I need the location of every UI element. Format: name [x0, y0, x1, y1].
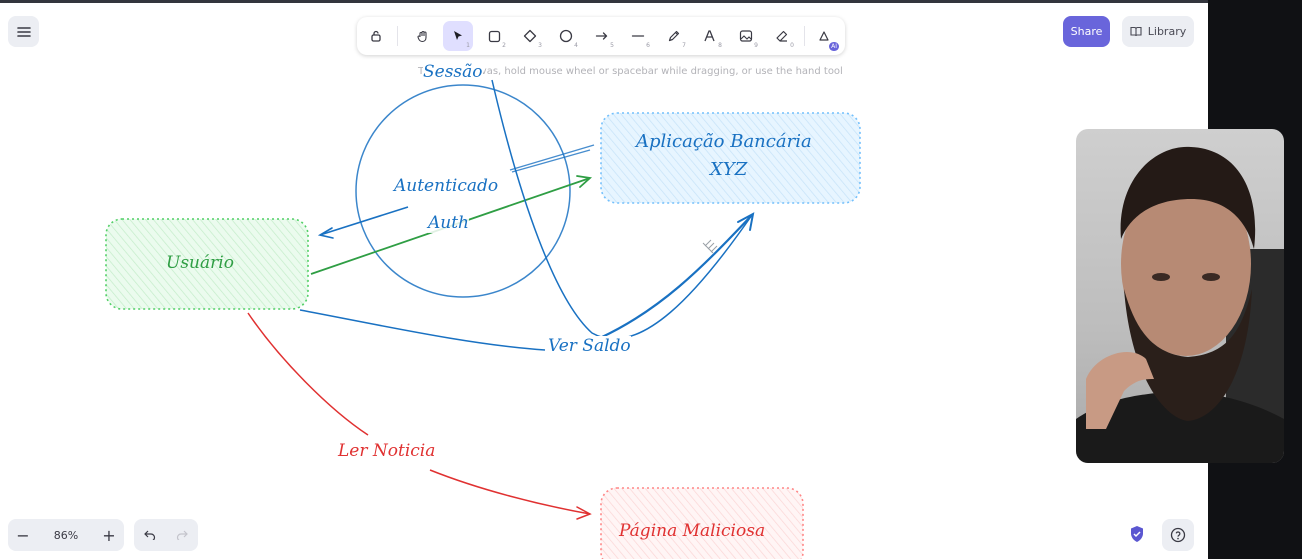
- redo-icon: [176, 530, 188, 540]
- tool-shortcut: 3: [538, 42, 542, 49]
- window-top-edge: [0, 0, 1208, 3]
- aplicacao-label-line2: XYZ: [710, 159, 748, 180]
- diagram-drawing: [105, 79, 861, 559]
- share-button[interactable]: Share: [1063, 16, 1110, 47]
- encryption-shield[interactable]: [1126, 522, 1148, 546]
- pagina-label: Página Maliciosa: [619, 521, 766, 541]
- tool-shortcut: 7: [682, 42, 686, 49]
- zoom-in-button[interactable]: +: [102, 525, 116, 545]
- zoom-level[interactable]: 86%: [53, 528, 79, 542]
- image-icon: [739, 30, 753, 42]
- toolbar-divider: [804, 26, 805, 46]
- ai-badge: AI: [829, 42, 839, 51]
- autenticado-label: Autenticado: [394, 176, 499, 196]
- shield-icon: [1131, 526, 1143, 542]
- auth-label: Auth: [428, 213, 470, 233]
- library-label: Library: [1147, 25, 1187, 38]
- tool-shortcut: 4: [574, 42, 578, 49]
- tool-rectangle[interactable]: 2: [479, 21, 509, 51]
- pencil-icon: [668, 30, 680, 42]
- ver-saldo-line[interactable]: [299, 309, 546, 351]
- line-icon: [631, 35, 645, 37]
- ler-noticia-label: Ler Noticia: [338, 441, 436, 461]
- tool-shortcut: 6: [646, 42, 650, 49]
- tool-line[interactable]: 6: [623, 21, 653, 51]
- tool-text[interactable]: 8: [695, 21, 725, 51]
- pointer-icon: [454, 31, 462, 40]
- aplicacao-box[interactable]: [600, 112, 861, 204]
- tool-shortcut: 0: [790, 42, 794, 49]
- text-icon: [704, 30, 715, 42]
- sessao-curve[interactable]: [491, 79, 753, 340]
- ver-saldo-label: Ver Saldo: [548, 336, 631, 356]
- zoom-out-button[interactable]: −: [16, 525, 30, 545]
- shapes-icon: [819, 31, 829, 41]
- question-icon: [1170, 527, 1186, 543]
- sessao-circle[interactable]: [355, 84, 571, 298]
- tool-shortcut: 8: [718, 42, 722, 49]
- tool-ellipse[interactable]: 4: [551, 21, 581, 51]
- lock-icon: [371, 30, 381, 42]
- tools-toolbar: 1 2 3 4 5: [357, 17, 845, 55]
- tool-lock[interactable]: [361, 21, 391, 51]
- presenter-image: [1076, 146, 1284, 463]
- arrow-icon: [595, 32, 608, 40]
- help-button[interactable]: [1162, 519, 1194, 551]
- tool-image[interactable]: 9: [731, 21, 761, 51]
- tool-draw[interactable]: 7: [659, 21, 689, 51]
- history-controls: [134, 519, 198, 551]
- toolbar-divider: [397, 26, 398, 46]
- sessao-label: Sessão: [423, 62, 483, 82]
- tool-shortcut: 2: [502, 42, 506, 49]
- usuario-box[interactable]: [105, 218, 309, 310]
- whiteboard-canvas[interactable]: 1 2 3 4 5: [0, 0, 1208, 559]
- ellipse-icon: [559, 29, 573, 43]
- ler-noticia-arrow[interactable]: [429, 469, 591, 515]
- diamond-icon: [523, 29, 537, 43]
- redo-button[interactable]: [166, 519, 198, 551]
- main-menu-button[interactable]: [8, 16, 39, 47]
- canvas-hint: To move canvas, hold mouse wheel or spac…: [418, 66, 843, 77]
- tool-diamond[interactable]: 3: [515, 21, 545, 51]
- rectangle-icon: [488, 30, 500, 42]
- tool-hand[interactable]: [408, 21, 438, 51]
- undo-button[interactable]: [134, 519, 166, 551]
- zoom-controls: − 86% +: [8, 519, 124, 551]
- move-cursor-icon: [702, 239, 718, 254]
- webcam-video: [1076, 129, 1284, 463]
- tool-shortcut: 1: [466, 42, 470, 49]
- tool-more-shapes[interactable]: AI: [810, 21, 840, 51]
- tool-eraser[interactable]: 0: [767, 21, 797, 51]
- aplicacao-label-line1: Aplicação Bancária: [636, 131, 812, 152]
- undo-icon: [144, 530, 156, 540]
- ler-noticia-line[interactable]: [247, 312, 369, 436]
- library-button[interactable]: Library: [1122, 16, 1194, 47]
- eraser-icon: [776, 30, 788, 42]
- tool-arrow[interactable]: 5: [587, 21, 617, 51]
- tool-selection[interactable]: 1: [443, 21, 473, 51]
- blue-back-arrow[interactable]: [319, 206, 409, 236]
- hamburger-icon: [16, 26, 31, 37]
- blue-back-arrow-top: [509, 144, 595, 173]
- hand-icon: [417, 30, 427, 43]
- tool-shortcut: 5: [610, 42, 614, 49]
- tool-shortcut: 9: [754, 42, 758, 49]
- book-icon: [1130, 26, 1142, 37]
- usuario-label: Usuário: [166, 253, 234, 273]
- pagina-box[interactable]: [600, 487, 804, 559]
